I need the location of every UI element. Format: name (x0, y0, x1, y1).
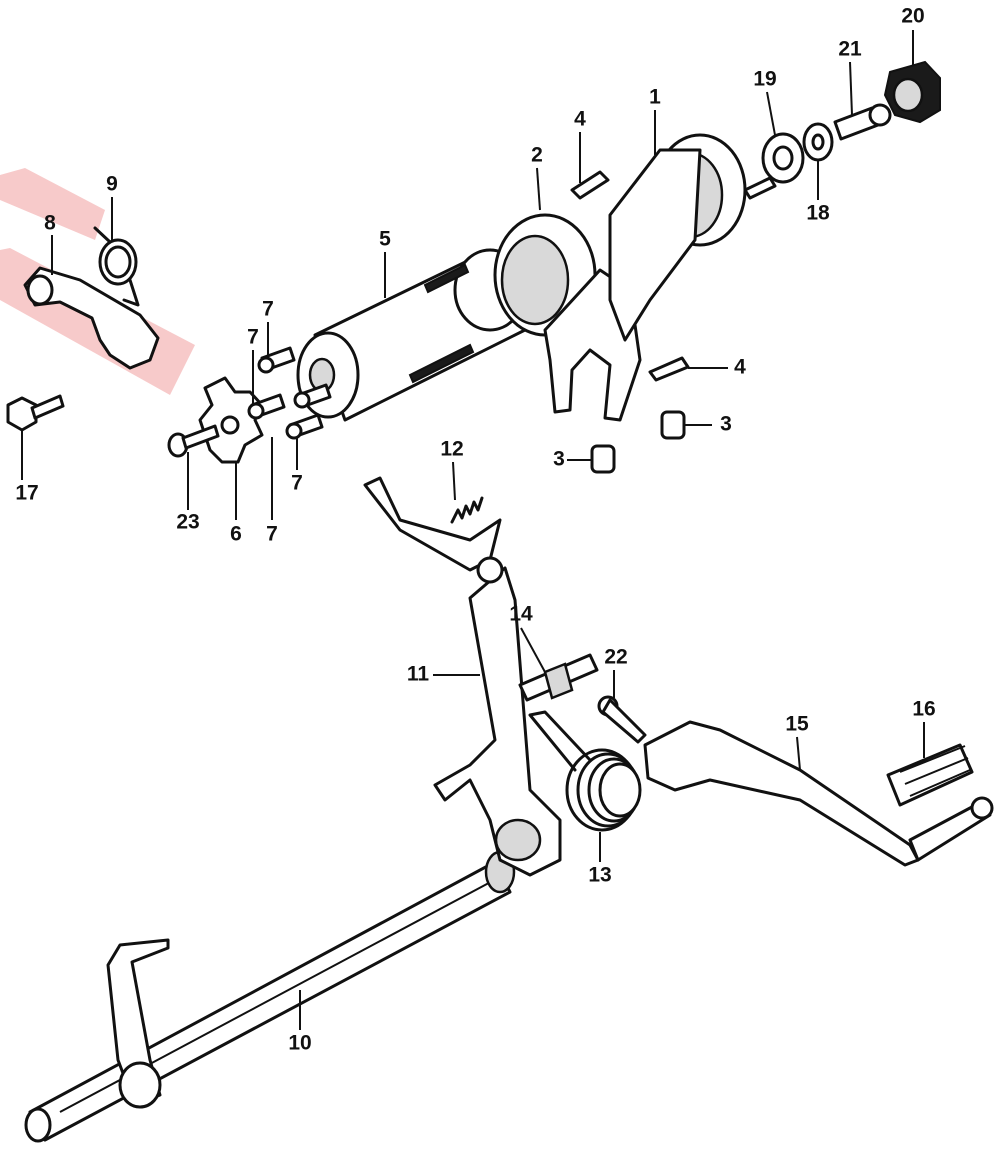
part-stopper-stud[interactable] (518, 653, 599, 702)
part-labels: 1 2 3 3 4 4 5 6 7 7 7 7 8 9 10 11 12 13 … (15, 5, 935, 1055)
part-fork-clip-upper[interactable] (570, 170, 610, 200)
label-part-21: 21 (838, 38, 862, 61)
part-drum-pin-a[interactable] (257, 346, 296, 374)
part-shift-fork-right[interactable] (608, 133, 747, 342)
label-part-8: 8 (44, 212, 56, 235)
part-pedal-rubber[interactable] (886, 743, 974, 807)
part-stopper-plate[interactable] (23, 266, 160, 370)
part-pin-plate[interactable] (743, 132, 805, 200)
part-return-spring[interactable] (528, 710, 642, 832)
label-part-22: 22 (604, 646, 627, 669)
part-drum-pin-c[interactable] (293, 383, 332, 409)
label-part-23: 23 (176, 511, 199, 534)
part-star-screw[interactable] (167, 424, 220, 458)
part-shift-arm[interactable] (363, 476, 562, 877)
label-part-7-bottom: 7 (266, 523, 278, 546)
label-part-4-lower: 4 (734, 356, 746, 379)
label-part-2: 2 (531, 144, 543, 167)
label-part-3-left: 3 (553, 448, 565, 471)
part-stopper-bolt[interactable] (6, 394, 65, 432)
part-washer[interactable] (802, 122, 834, 162)
part-stopper-spring[interactable] (93, 226, 140, 307)
label-part-17: 17 (15, 482, 38, 505)
label-part-16: 16 (912, 698, 935, 721)
label-part-20: 20 (901, 5, 924, 28)
label-part-3-right: 3 (720, 413, 732, 436)
label-part-7-upper: 7 (247, 326, 259, 349)
label-part-19: 19 (753, 68, 776, 91)
part-small-spring[interactable] (450, 496, 484, 524)
part-shift-spindle[interactable] (24, 850, 516, 1143)
label-part-11: 11 (407, 663, 430, 686)
part-guide-pin-left[interactable] (590, 444, 616, 474)
label-part-1: 1 (649, 86, 661, 109)
label-part-4-upper: 4 (574, 108, 586, 131)
part-drum-pin-b[interactable] (247, 393, 286, 420)
part-fork-clip-lower[interactable] (648, 356, 690, 382)
part-shift-drum[interactable] (296, 248, 527, 422)
part-guide-pin-right[interactable] (660, 410, 686, 440)
label-part-12: 12 (440, 438, 463, 461)
label-part-18: 18 (806, 202, 830, 225)
part-drum-bolt[interactable] (833, 103, 892, 141)
part-drum-pin-d[interactable] (285, 413, 324, 440)
label-part-14: 14 (509, 603, 533, 626)
label-part-9: 9 (106, 173, 118, 196)
leader-lines (21, 30, 925, 1030)
label-part-10: 10 (288, 1032, 311, 1055)
part-pinch-bolt[interactable] (597, 695, 647, 744)
part-change-pedal[interactable] (643, 720, 994, 867)
label-part-15: 15 (785, 713, 809, 736)
label-part-7-top: 7 (262, 298, 274, 321)
part-drum-star[interactable] (198, 376, 264, 464)
part-neutral-switch[interactable] (883, 60, 941, 124)
highlight-band-upper (0, 168, 105, 240)
label-part-7-lower: 7 (291, 472, 303, 495)
label-part-13: 13 (588, 864, 611, 887)
label-part-6: 6 (230, 523, 242, 546)
label-part-5: 5 (379, 228, 391, 251)
